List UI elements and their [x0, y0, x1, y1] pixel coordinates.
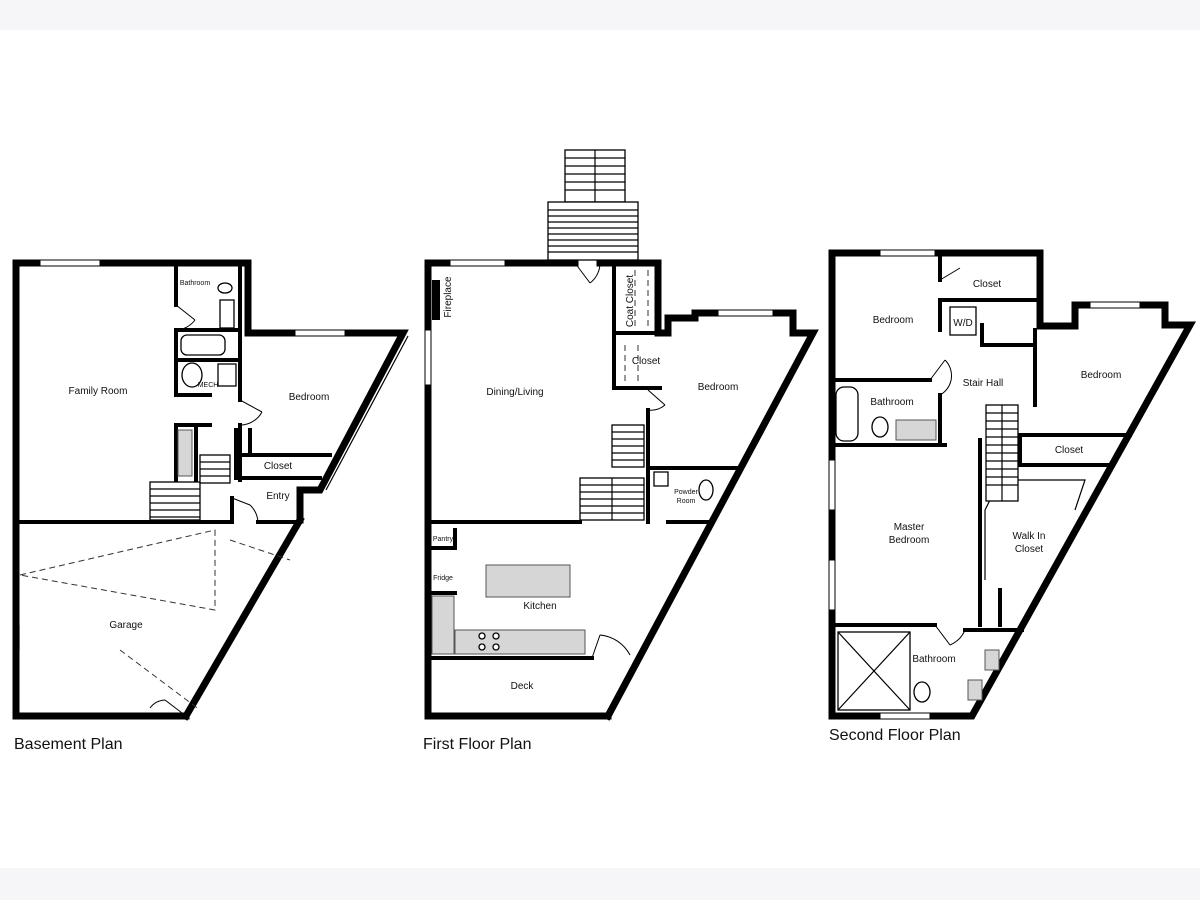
first-floor-stairs — [579, 424, 645, 521]
second-floor-wd-label: W/D — [953, 318, 972, 329]
basement-garage-door-swing — [19, 529, 216, 611]
basement-bedroom-label: Bedroom — [289, 392, 330, 403]
second-floor-walk-in-closet-label: Closet — [1015, 544, 1044, 555]
basement-plan-title: Basement Plan — [14, 736, 123, 753]
second-floor-stairs — [985, 404, 1019, 502]
second-floor-outer-wall — [828, 249, 1196, 720]
first-floor-counter — [454, 629, 586, 655]
first-floor-powder-label: Powder — [674, 489, 698, 496]
second-floor-bathroom-upper-label: Bathroom — [870, 397, 913, 408]
first-floor-pantry-label: Pantry — [433, 536, 454, 543]
basement-entry-label: Entry — [266, 491, 289, 502]
basement-stairs — [149, 454, 231, 521]
first-floor-fridge-label: Fridge — [433, 575, 453, 582]
second-floor-washer-dryer — [949, 306, 977, 336]
second-floor-bathroom-lower-label: Bathroom — [912, 654, 955, 665]
basement-laundry-sink — [177, 429, 193, 477]
basement-furnace — [217, 363, 237, 387]
floor-plan-canvas: Family Room Bathroom MECH Bedroom Closet… — [0, 30, 1200, 868]
basement-vanity — [219, 299, 235, 329]
first-floor-deck-label: Deck — [511, 681, 535, 692]
second-floor-bedroom-left-label: Bedroom — [873, 315, 914, 326]
first-floor-closet-label: Closet — [632, 356, 661, 367]
first-floor-dining-living-label: Dining/Living — [486, 387, 543, 398]
basement-garage-label: Garage — [109, 620, 143, 631]
basement-water-heater — [181, 362, 203, 388]
floor-plans-drawing: Family Room Bathroom MECH Bedroom Closet… — [12, 149, 1196, 753]
second-floor-closet-right-label: Closet — [1055, 445, 1084, 456]
second-floor-walk-in-label: Walk In — [1013, 531, 1046, 542]
basement-plan: Family Room Bathroom MECH Bedroom Closet… — [12, 259, 409, 753]
basement-window-top — [39, 259, 101, 267]
first-floor-exterior-stairs — [547, 149, 639, 261]
first-floor-room-label: Room — [677, 498, 696, 505]
first-floor-plan-title: First Floor Plan — [423, 736, 531, 753]
second-floor-stair-hall-label: Stair Hall — [963, 378, 1004, 389]
first-floor-coat-closet-label: Coat Closet — [625, 275, 636, 327]
basement-garage-wall — [181, 515, 305, 721]
first-floor-bedroom-label: Bedroom — [698, 382, 739, 393]
first-floor-fireplace-box — [432, 280, 440, 320]
basement-toilet — [217, 282, 233, 294]
second-floor-master-bedroom-label: Bedroom — [889, 535, 930, 546]
first-floor-kitchen-label: Kitchen — [523, 601, 556, 612]
basement-closet-label: Closet — [264, 461, 293, 472]
basement-bathtub — [180, 334, 226, 356]
second-floor-master-label: Master — [894, 522, 925, 533]
second-floor-upper-bathtub — [835, 386, 859, 442]
first-floor-plan: Fireplace Coat Closet Closet Dining/Livi… — [423, 149, 819, 753]
first-floor-fireplace-label: Fireplace — [443, 276, 454, 318]
second-floor-plan-title: Second Floor Plan — [829, 727, 961, 744]
second-floor-plan: Bedroom Closet W/D Stair Hall Bedroom Ba… — [828, 249, 1196, 744]
first-floor-fridge — [431, 595, 455, 655]
second-floor-closet-top-label: Closet — [973, 279, 1002, 290]
basement-mech-label: MECH — [198, 382, 219, 389]
basement-bathroom-label: Bathroom — [180, 280, 211, 287]
basement-outer-wall — [12, 259, 409, 720]
first-floor-kitchen-island — [485, 564, 571, 598]
basement-family-room-label: Family Room — [69, 386, 128, 397]
basement-window-bedroom — [294, 329, 346, 337]
second-floor-bedroom-right-label: Bedroom — [1081, 370, 1122, 381]
